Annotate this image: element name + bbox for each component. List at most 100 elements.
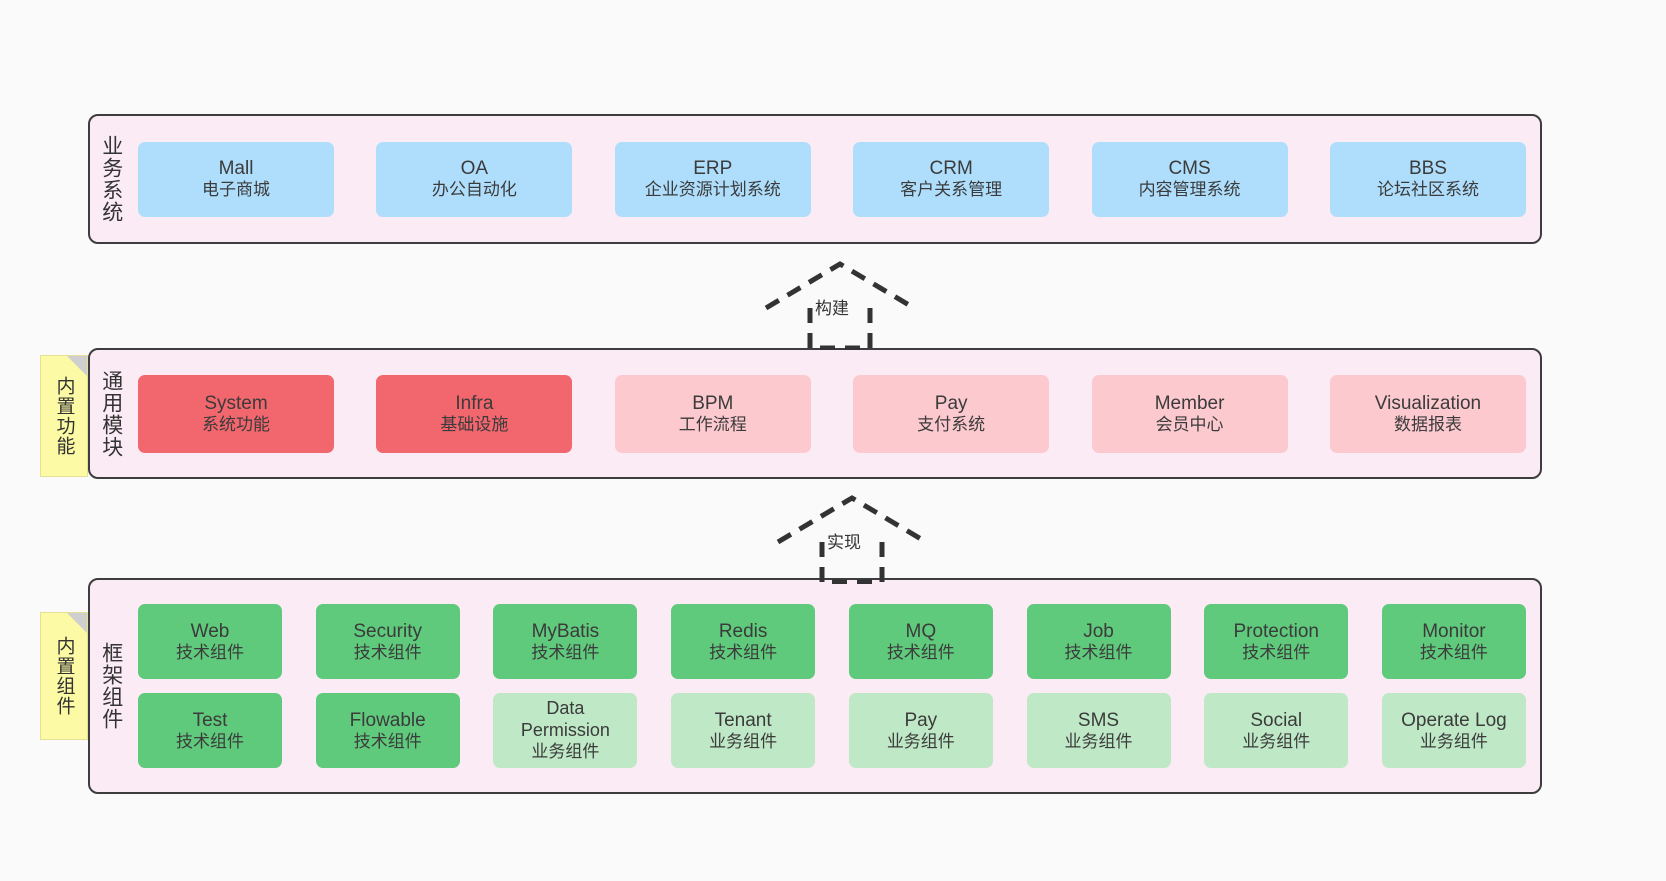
node-operate-log[interactable]: Operate Log 业务组件 bbox=[1381, 693, 1526, 768]
business-node-row: Mall 电子商城 OA 办公自动化 ERP 企业资源计划系统 CRM 客户关系… bbox=[138, 141, 1526, 217]
node-oa-en: OA bbox=[460, 158, 489, 180]
layer-business-title: 业务系统 bbox=[99, 135, 123, 223]
node-infra-cn: 基础设施 bbox=[440, 414, 509, 434]
node-mybatis[interactable]: MyBatis 技术组件 bbox=[493, 604, 638, 679]
node-bbs-cn: 论坛社区系统 bbox=[1376, 180, 1479, 200]
arrow-implement: 实现 bbox=[772, 492, 932, 585]
node-system-en: System bbox=[204, 392, 268, 414]
node-pay-module[interactable]: Pay 支付系统 bbox=[853, 374, 1050, 453]
arrow-build: 构建 bbox=[760, 258, 920, 351]
node-member-cn: 会员中心 bbox=[1155, 414, 1224, 434]
node-pay-component-en: Pay bbox=[904, 709, 938, 731]
node-monitor-en: Monitor bbox=[1422, 620, 1486, 642]
node-job-en: Job bbox=[1083, 620, 1114, 642]
node-crm[interactable]: CRM 客户关系管理 bbox=[853, 141, 1050, 217]
node-bpm-en: BPM bbox=[692, 392, 734, 414]
layer-business-systems: 业务系统 Mall 电子商城 OA 办公自动化 ERP 企业资源计划系统 CRM… bbox=[88, 114, 1542, 244]
node-visualization[interactable]: Visualization 数据报表 bbox=[1329, 374, 1526, 453]
node-social-cn: 业务组件 bbox=[1242, 731, 1311, 751]
node-visualization-en: Visualization bbox=[1374, 392, 1482, 414]
node-bbs-en: BBS bbox=[1408, 158, 1447, 180]
sticky-note-builtin-components-label: 内置组件 bbox=[53, 636, 75, 716]
sticky-note-builtin-components: 内置组件 bbox=[40, 612, 88, 740]
node-job[interactable]: Job 技术组件 bbox=[1026, 604, 1171, 679]
node-social[interactable]: Social 业务组件 bbox=[1204, 693, 1349, 768]
node-flowable-en: Flowable bbox=[349, 709, 426, 731]
module-node-row: System 系统功能 Infra 基础设施 BPM 工作流程 Pay 支付系统… bbox=[138, 374, 1526, 453]
node-bpm[interactable]: BPM 工作流程 bbox=[614, 374, 811, 453]
node-web-en: Web bbox=[190, 620, 230, 642]
layer-framework-components-body: Web 技术组件 Security 技术组件 MyBatis 技术组件 Redi… bbox=[132, 580, 1540, 792]
node-protection[interactable]: Protection 技术组件 bbox=[1204, 604, 1349, 679]
node-infra[interactable]: Infra 基础设施 bbox=[376, 374, 573, 453]
node-bpm-cn: 工作流程 bbox=[678, 414, 747, 434]
node-pay-component-cn: 业务组件 bbox=[886, 731, 955, 751]
sticky-note-builtin-features: 内置功能 bbox=[40, 355, 88, 477]
node-security-en: Security bbox=[353, 620, 423, 642]
node-test-cn: 技术组件 bbox=[176, 731, 244, 751]
layer-business-body: Mall 电子商城 OA 办公自动化 ERP 企业资源计划系统 CRM 客户关系… bbox=[132, 116, 1540, 242]
arrow-build-glyph bbox=[764, 261, 916, 351]
sticky-fold-corner-icon bbox=[67, 356, 87, 376]
node-social-en: Social bbox=[1250, 709, 1303, 731]
sticky-note-builtin-features-label: 内置功能 bbox=[53, 376, 75, 456]
node-member[interactable]: Member 会员中心 bbox=[1091, 374, 1288, 453]
node-security[interactable]: Security 技术组件 bbox=[315, 604, 460, 679]
node-pay-module-cn: 支付系统 bbox=[917, 414, 986, 434]
node-sms[interactable]: SMS 业务组件 bbox=[1026, 693, 1171, 768]
node-crm-en: CRM bbox=[929, 158, 973, 180]
node-sms-cn: 业务组件 bbox=[1064, 731, 1133, 751]
node-system[interactable]: System 系统功能 bbox=[138, 374, 334, 453]
node-oa-cn: 办公自动化 bbox=[431, 180, 517, 200]
node-tenant-cn: 业务组件 bbox=[709, 731, 778, 751]
node-web[interactable]: Web 技术组件 bbox=[138, 604, 282, 679]
node-test[interactable]: Test 技术组件 bbox=[138, 693, 282, 768]
node-erp-en: ERP bbox=[693, 158, 733, 180]
node-cms-cn: 内容管理系统 bbox=[1138, 180, 1241, 200]
node-mybatis-cn: 技术组件 bbox=[531, 642, 600, 662]
node-test-en: Test bbox=[192, 709, 228, 731]
node-crm-cn: 客户关系管理 bbox=[900, 180, 1003, 200]
node-pay-component[interactable]: Pay 业务组件 bbox=[848, 693, 993, 768]
node-mall-cn: 电子商城 bbox=[202, 180, 270, 200]
layer-common-modules-body: System 系统功能 Infra 基础设施 BPM 工作流程 Pay 支付系统… bbox=[132, 350, 1540, 477]
node-data-permission-en: Data Permission bbox=[520, 698, 610, 741]
node-pay-module-en: Pay bbox=[934, 392, 968, 414]
framework-business-row: Test 技术组件 Flowable 技术组件 Data Permission … bbox=[138, 693, 1526, 768]
arrow-build-label: 构建 bbox=[815, 299, 849, 318]
node-security-cn: 技术组件 bbox=[353, 642, 422, 662]
node-protection-en: Protection bbox=[1233, 620, 1319, 642]
node-erp[interactable]: ERP 企业资源计划系统 bbox=[614, 141, 811, 217]
node-monitor-cn: 技术组件 bbox=[1419, 642, 1488, 662]
node-mq-en: MQ bbox=[905, 620, 937, 642]
layer-common-modules-title: 通用模块 bbox=[99, 369, 123, 458]
layer-framework-components-title: 框架组件 bbox=[99, 642, 123, 730]
node-mall[interactable]: Mall 电子商城 bbox=[138, 141, 334, 217]
node-monitor[interactable]: Monitor 技术组件 bbox=[1381, 604, 1526, 679]
node-tenant-en: Tenant bbox=[714, 709, 772, 731]
node-redis-cn: 技术组件 bbox=[709, 642, 778, 662]
node-operate-log-cn: 业务组件 bbox=[1419, 731, 1488, 751]
node-data-permission[interactable]: Data Permission 业务组件 bbox=[493, 693, 638, 768]
sticky-fold-corner-icon bbox=[67, 613, 87, 633]
node-bbs[interactable]: BBS 论坛社区系统 bbox=[1329, 141, 1526, 217]
node-tenant[interactable]: Tenant 业务组件 bbox=[671, 693, 816, 768]
node-redis[interactable]: Redis 技术组件 bbox=[671, 604, 816, 679]
node-job-cn: 技术组件 bbox=[1064, 642, 1133, 662]
node-web-cn: 技术组件 bbox=[176, 642, 244, 662]
node-infra-en: Infra bbox=[455, 392, 494, 414]
node-visualization-cn: 数据报表 bbox=[1393, 414, 1462, 434]
node-operate-log-en: Operate Log bbox=[1401, 709, 1507, 731]
node-oa[interactable]: OA 办公自动化 bbox=[376, 141, 573, 217]
node-cms[interactable]: CMS 内容管理系统 bbox=[1091, 141, 1288, 217]
node-cms-en: CMS bbox=[1168, 158, 1211, 180]
node-flowable-cn: 技术组件 bbox=[353, 731, 422, 751]
node-member-en: Member bbox=[1154, 392, 1225, 414]
node-erp-cn: 企业资源计划系统 bbox=[644, 180, 781, 200]
node-mq[interactable]: MQ 技术组件 bbox=[848, 604, 993, 679]
node-flowable[interactable]: Flowable 技术组件 bbox=[315, 693, 460, 768]
node-sms-en: SMS bbox=[1077, 709, 1120, 731]
node-protection-cn: 技术组件 bbox=[1242, 642, 1311, 662]
arrow-implement-label: 实现 bbox=[827, 533, 861, 552]
